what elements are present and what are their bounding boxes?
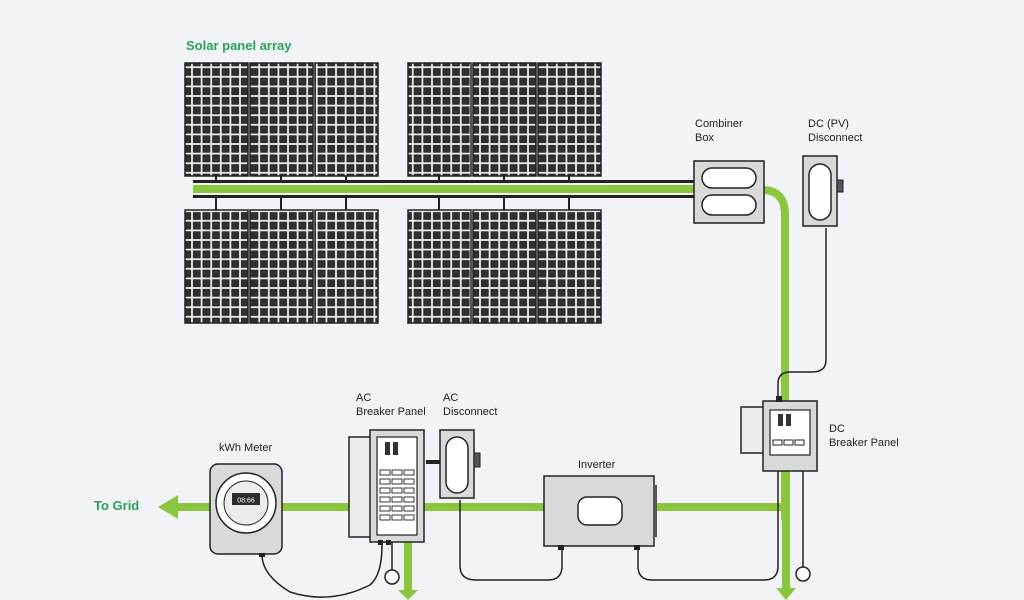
solar-panel xyxy=(314,62,379,177)
meter-reading: 08:66 xyxy=(237,498,255,505)
solar-panel xyxy=(537,62,602,177)
ac-ground-symbol xyxy=(384,569,400,585)
solar-panel xyxy=(184,209,249,324)
ac-breaker-panel xyxy=(348,429,425,545)
ac-disconnect xyxy=(426,429,481,499)
kwh-meter: 08:66 xyxy=(209,463,283,557)
solar-panel xyxy=(314,209,379,324)
solar-panel xyxy=(472,62,537,177)
solar-panel-array-label: Solar panel array xyxy=(186,38,292,53)
combiner-box xyxy=(693,160,765,224)
solar-panel xyxy=(407,62,472,177)
solar-panel xyxy=(184,62,249,177)
inverter xyxy=(543,475,657,550)
dc-ground-arrow xyxy=(776,588,796,600)
signal-wires xyxy=(261,228,827,598)
green-power-bus xyxy=(158,185,796,600)
solar-panels-top-row xyxy=(184,62,602,177)
array-rails xyxy=(193,180,698,198)
ac-disconnect-label: AC Disconnect xyxy=(443,392,498,418)
dc-pv-disconnect xyxy=(802,155,844,227)
dc-ground-symbol xyxy=(795,566,811,582)
solar-panel xyxy=(407,209,472,324)
combiner-box-label: Combiner Box xyxy=(695,118,743,144)
solar-panel xyxy=(249,209,314,324)
to-grid-label: To Grid xyxy=(94,498,140,513)
solar-panels-bottom-row xyxy=(184,209,602,324)
dc-pv-disconnect-label: DC (PV) Disconnect xyxy=(808,118,863,144)
solar-panel xyxy=(472,209,537,324)
to-grid-arrow xyxy=(158,495,178,519)
solar-panel xyxy=(537,209,602,324)
dc-breaker-panel xyxy=(740,396,818,472)
kwh-meter-label: kWh Meter xyxy=(219,442,273,454)
inverter-label: Inverter xyxy=(578,459,616,471)
panel-connectors xyxy=(215,176,570,210)
solar-panel xyxy=(249,62,314,177)
dc-breaker-panel-label: DC Breaker Panel xyxy=(829,423,899,449)
ac-ground-arrow xyxy=(398,590,418,600)
ac-breaker-panel-label: AC Breaker Panel xyxy=(356,392,426,418)
